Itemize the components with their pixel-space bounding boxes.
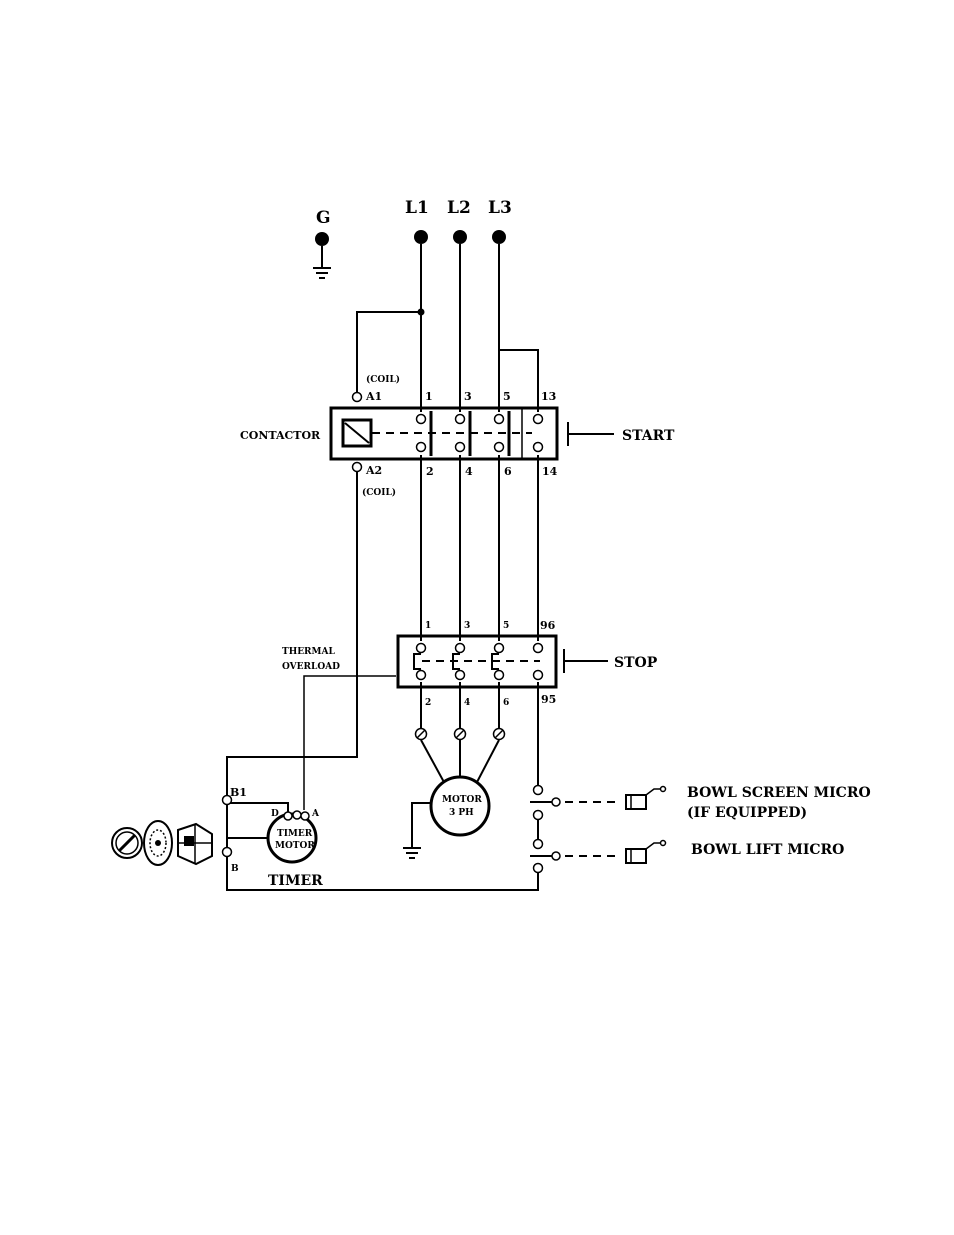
stop-label: STOP	[614, 655, 658, 671]
contactor-top-terminal-1: 1	[425, 390, 433, 403]
contactor: (COIL) A1 A2 (COIL) CONTACTOR 1 3 5 13 2…	[240, 374, 675, 498]
supply-l2: L2	[447, 198, 471, 244]
timer-b-label: B	[231, 864, 239, 874]
contactor-bottom-terminal-6: 6	[504, 465, 512, 478]
timer-d-label: D	[271, 809, 279, 819]
motor-icon	[429, 775, 491, 837]
timer-dial-icon	[143, 820, 173, 866]
heater-element-icon	[413, 653, 421, 670]
overload-top-terminal-3: 3	[464, 621, 470, 631]
timer-label: TIMER	[268, 873, 323, 889]
bowl-lift-micro: BOWL LIFT MICRO	[530, 838, 844, 874]
overload-bottom-terminal-4: 4	[464, 698, 470, 708]
bowl-screen-micro-icon	[625, 785, 667, 810]
coil-a2-terminal	[351, 461, 363, 473]
contactor-bottom-terminal-2: 2	[426, 465, 434, 478]
bowl-lift-micro-icon	[625, 839, 667, 864]
motor-label-line2: 3 PH	[449, 808, 474, 818]
timer-knob-icon	[111, 827, 143, 859]
l1-label: L1	[405, 198, 429, 218]
coil-bottom-label: (COIL)	[362, 487, 396, 498]
supply-l3: L3	[488, 198, 512, 244]
contactor-bottom-terminal-4: 4	[465, 465, 473, 478]
timer: B1 B TIMER MOTOR D A TIMER	[111, 786, 323, 889]
bowl-screen-micro: BOWL SCREEN MICRO (IF EQUIPPED)	[530, 784, 871, 821]
ground-label: G	[316, 208, 331, 228]
overload-bottom-terminal-2: 2	[425, 698, 431, 708]
l3-label: L3	[488, 198, 512, 218]
timer-b1-label: B1	[230, 786, 247, 799]
thermal-overload: THERMAL OVERLOAD 1 3 5 96 2 4 6 95 STOP	[282, 619, 658, 708]
timer-b-terminal	[221, 846, 233, 858]
ground-terminal: G	[313, 208, 331, 279]
a1-label: A1	[365, 390, 382, 403]
contactor-top-terminal-5: 5	[503, 390, 511, 403]
overload-label-line1: THERMAL	[282, 647, 335, 657]
coil-icon	[341, 418, 373, 448]
start-label: START	[622, 428, 675, 444]
coil-a1-terminal	[351, 391, 363, 403]
motor-label-line1: MOTOR	[442, 795, 482, 805]
l2-label: L2	[447, 198, 471, 218]
contactor-bottom-terminal-14: 14	[542, 465, 558, 478]
overload-bottom-terminal-6: 6	[503, 698, 509, 708]
bowl-lift-switch-icon	[551, 851, 561, 861]
timer-mechanism-icon	[177, 822, 213, 866]
coil-top-label: (COIL)	[366, 374, 400, 385]
supply-l1: L1	[405, 198, 429, 244]
a2-label: A2	[365, 464, 382, 477]
contactor-top-terminal-3: 3	[464, 390, 472, 403]
overload-bottom-terminal-95: 95	[541, 693, 556, 706]
overload-top-terminal-1: 1	[425, 621, 431, 631]
bowl-lift-label: BOWL LIFT MICRO	[691, 842, 844, 858]
timer-a-label: A	[311, 809, 320, 819]
bowl-screen-label-line1: BOWL SCREEN MICRO	[687, 785, 871, 801]
overload-top-terminal-5: 5	[503, 621, 509, 631]
bowl-screen-label-line2: (IF EQUIPPED)	[687, 805, 807, 821]
contactor-top-terminal-13: 13	[541, 390, 556, 403]
overload-top-terminal-96: 96	[540, 619, 556, 632]
contactor-label: CONTACTOR	[240, 429, 321, 442]
motor-3ph: MOTOR 3 PH	[403, 727, 506, 859]
overload-label-line2: OVERLOAD	[282, 662, 340, 672]
timer-motor-line1: TIMER	[277, 829, 313, 839]
wiring	[226, 244, 539, 891]
timer-b1-terminal	[221, 794, 233, 806]
bowl-screen-switch-icon	[551, 797, 561, 807]
timer-motor-line2: MOTOR	[275, 841, 315, 851]
